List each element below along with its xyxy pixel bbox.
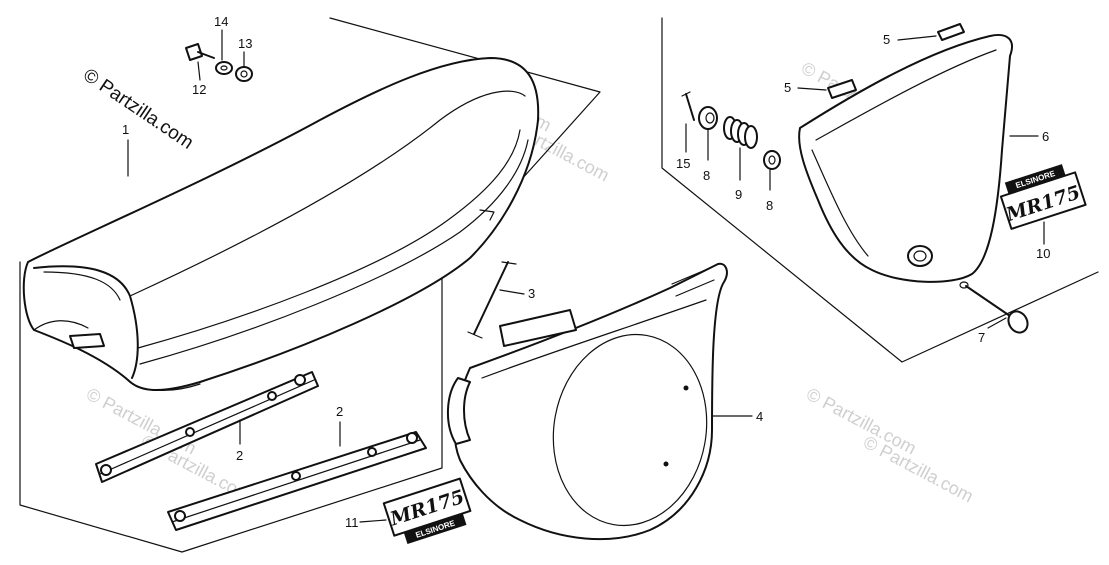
emblem-left: ELSINORE MR175 [382,477,472,544]
callout-seat-bracket-b: 2 [336,404,343,419]
copyright-text: © Partzilla.com [79,65,197,154]
collar-b [763,150,781,170]
callout-washer: 14 [214,14,228,29]
callout-pin: 15 [676,156,690,171]
cover-hole [663,461,669,467]
callout-emblem-right: 10 [1036,246,1050,261]
emblem-right: ELSINORE MR175 [999,164,1087,230]
callout-nut: 13 [238,36,252,51]
callout-stay: 3 [528,286,535,301]
grommet-mid [827,79,857,99]
callout-grommet-top: 5 [883,32,890,47]
cover-hole [683,385,689,391]
seat-washer [215,61,233,75]
spring [723,116,758,149]
stay-rod [467,261,517,339]
callout-collar-b: 8 [766,198,773,213]
cover-screw [959,281,1029,334]
grommet-top [937,23,965,41]
callout-collar-a: 8 [703,168,710,183]
leader-lines [127,29,1045,523]
cover-group-frame [661,17,1099,363]
seat-bracket-a [95,371,319,483]
left-side-cover [446,262,728,541]
collar-a [698,106,718,130]
callout-labels: 1 2 2 3 4 5 5 6 7 8 8 9 10 11 12 13 14 1… [122,14,1050,530]
seat [22,57,540,392]
callout-bolt: 12 [192,82,206,97]
seat-bracket-b [167,431,427,531]
callout-left-side-cover: 4 [756,409,763,424]
callout-right-side-cover: 6 [1042,129,1049,144]
right-side-cover [798,34,1013,283]
seat-nut [235,66,253,82]
pin [681,91,695,121]
callout-cover-screw: 7 [978,330,985,345]
callout-grommet-mid: 5 [784,80,791,95]
seat-bolt [185,43,215,61]
callout-seat-bracket-a: 2 [236,448,243,463]
seat-group-frame [19,17,601,553]
callout-spring: 9 [735,187,742,202]
callout-seat: 1 [122,122,129,137]
callout-emblem-left: 11 [345,515,359,530]
